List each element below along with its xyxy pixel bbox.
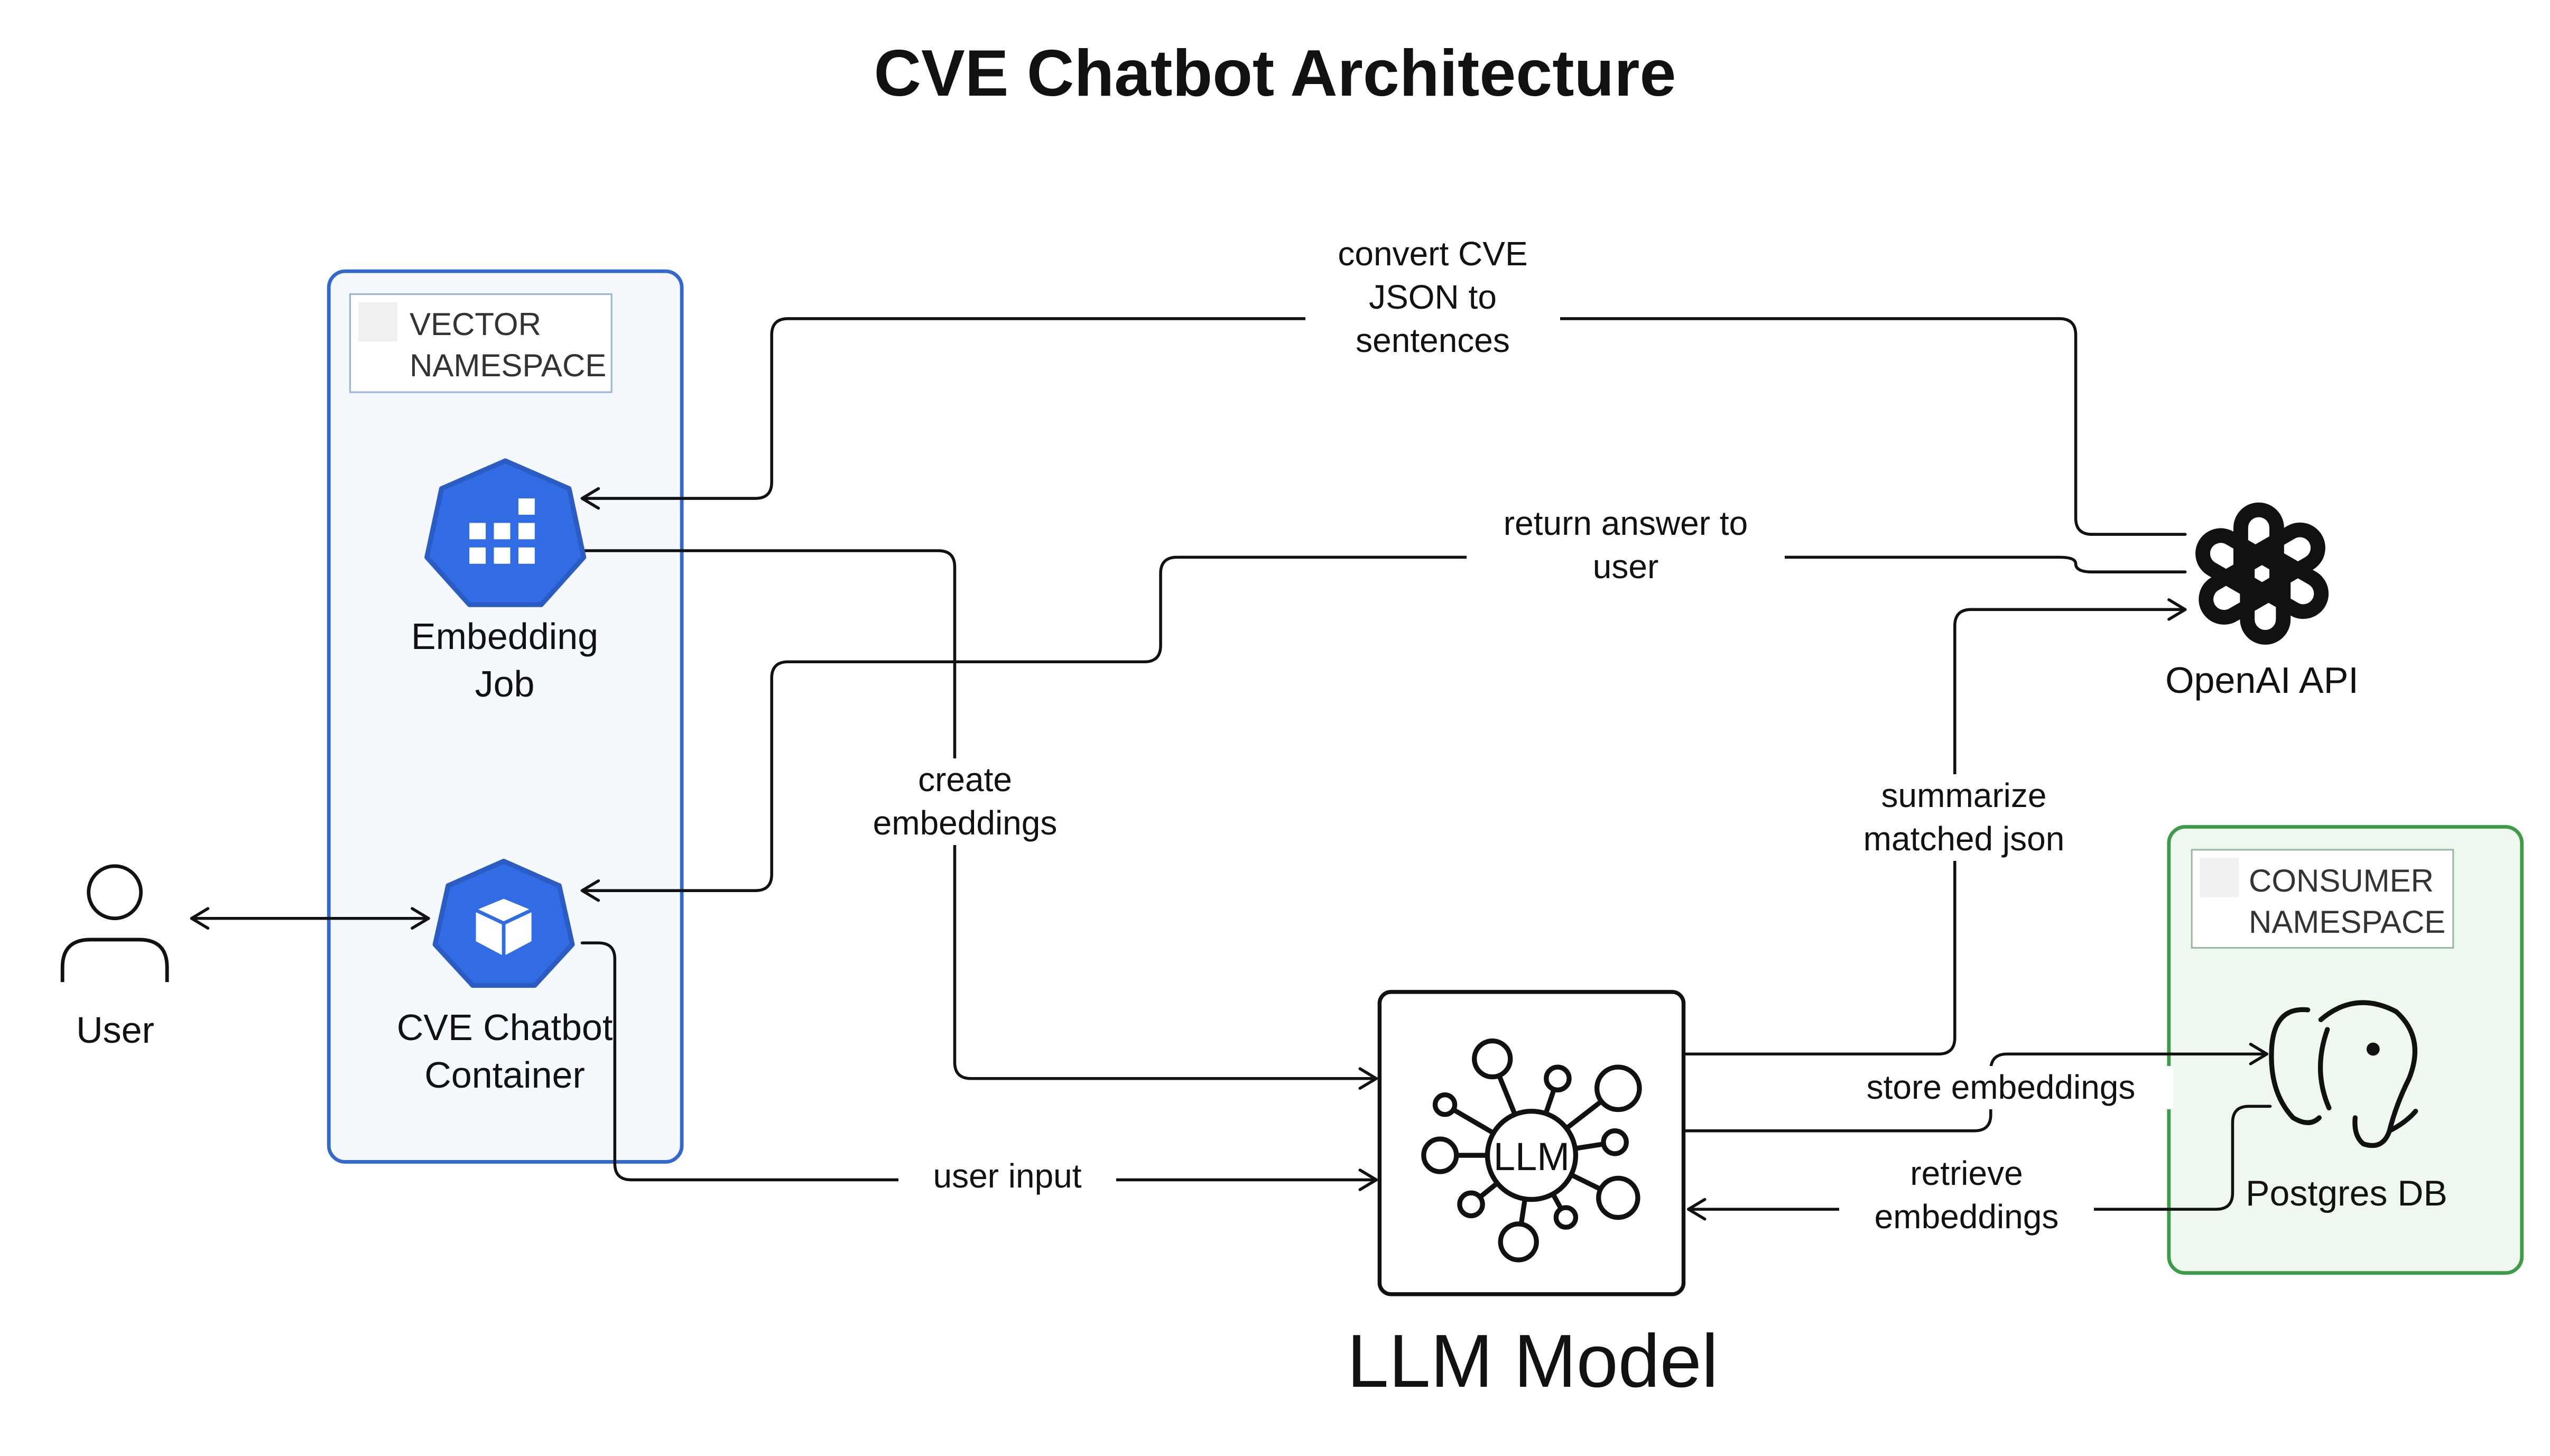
edge-label-return-answer: return answer to user	[1467, 502, 1785, 589]
postgres-elephant-icon	[2269, 1000, 2418, 1148]
consumer-namespace-line2: NAMESPACE	[2249, 904, 2446, 940]
vector-namespace-label: VECTOR NAMESPACE	[410, 304, 606, 386]
edge-label-user-input: user input	[898, 1155, 1116, 1198]
create-embeddings-line2: embeddings	[873, 803, 1058, 842]
vector-namespace-line1: VECTOR	[410, 307, 541, 342]
llm-icon-text: LLM	[1494, 1135, 1570, 1179]
edge-retrieve-embeddings	[1687, 1105, 2272, 1221]
consumer-namespace-label-box	[2191, 849, 2454, 949]
vector-namespace-line2: NAMESPACE	[410, 348, 607, 383]
edge-user-input	[580, 941, 1378, 1191]
openai-logo-icon	[2195, 502, 2329, 645]
openai-label: OpenAI API	[2165, 660, 2359, 701]
chatbot-container-label: CVE Chatbot Container	[344, 1004, 666, 1099]
convert-cve-line2: JSON to	[1369, 277, 1497, 316]
kubernetes-pod-icon	[432, 858, 575, 988]
consumer-namespace-label-icon	[2200, 858, 2239, 897]
edge-label-retrieve-embeddings: retrieve embeddings	[1839, 1152, 2094, 1239]
llm-network-icon: LLM	[1421, 1038, 1642, 1263]
convert-cve-line1: convert CVE	[1338, 235, 1528, 273]
return-answer-line2: user	[1592, 547, 1659, 586]
user-input-line1: user input	[933, 1157, 1082, 1195]
embedding-job-line1: Embedding	[411, 616, 599, 657]
retrieve-embeddings-line2: embeddings	[1874, 1197, 2059, 1236]
store-embeddings-line1: store embeddings	[1866, 1068, 2136, 1106]
edge-label-convert-cve: convert CVE JSON to sentences	[1305, 233, 1560, 363]
user-label: User	[76, 1009, 154, 1051]
edge-label-store-embeddings: store embeddings	[1829, 1066, 2173, 1109]
diagram-title: CVE Chatbot Architecture	[874, 37, 1676, 110]
embedding-job-label: Embedding Job	[344, 613, 666, 708]
embedding-job-line2: Job	[475, 663, 535, 704]
summarize-line1: summarize	[1881, 776, 2047, 814]
chatbot-container-line1: CVE Chatbot	[396, 1007, 613, 1048]
return-answer-line1: return answer to	[1503, 504, 1748, 542]
create-embeddings-line1: create	[918, 761, 1012, 799]
consumer-namespace-label: CONSUMER NAMESPACE	[2249, 860, 2445, 943]
retrieve-embeddings-line1: retrieve	[1910, 1154, 2023, 1192]
consumer-namespace-line1: CONSUMER	[2249, 863, 2434, 898]
postgres-label: Postgres DB	[2246, 1173, 2447, 1213]
llm-model-label: LLM Model	[1347, 1319, 1719, 1403]
vector-namespace-label-icon	[358, 302, 398, 342]
user-icon	[60, 864, 169, 982]
kubernetes-job-icon	[424, 458, 587, 607]
edge-return-answer	[580, 555, 2187, 902]
edge-label-create-embeddings: create embeddings	[843, 758, 1087, 845]
convert-cve-line3: sentences	[1356, 321, 1510, 359]
chatbot-container-line2: Container	[424, 1054, 585, 1096]
edge-label-summarize: summarize matched json	[1829, 774, 2099, 861]
summarize-line2: matched json	[1863, 819, 2065, 858]
